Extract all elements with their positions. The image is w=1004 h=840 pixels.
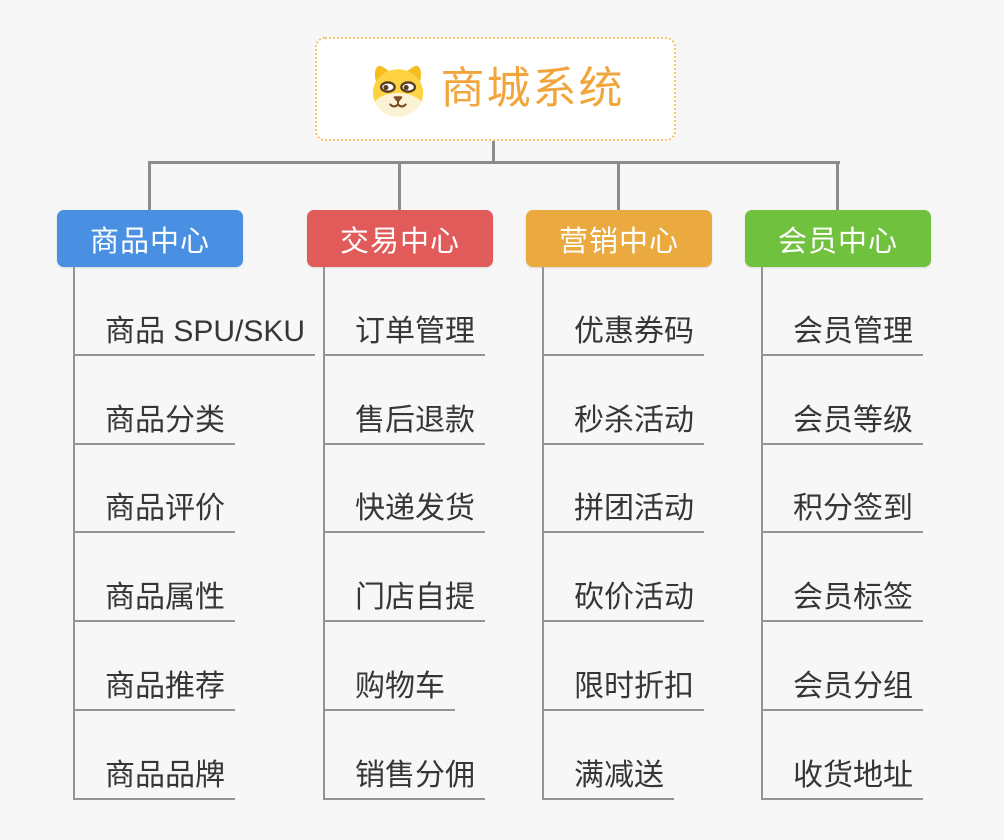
leaf-label: 秒杀活动: [544, 405, 704, 445]
connector-root-drop: [492, 139, 495, 163]
leaf-node[interactable]: 满减送: [544, 711, 712, 800]
leaf-node[interactable]: 订单管理: [325, 267, 493, 356]
connector-drop-2: [398, 163, 401, 210]
branch-marketing-center: 营销中心 优惠券码 秒杀活动 拼团活动 砍价活动 限时折扣 满减送: [526, 210, 712, 800]
root-title: 商城系统: [440, 64, 625, 113]
branch-node-trade-center[interactable]: 交易中心: [307, 210, 493, 267]
branch-node-marketing-center[interactable]: 营销中心: [526, 210, 712, 267]
leaf-label: 限时折扣: [544, 671, 704, 711]
leaf-label: 会员等级: [763, 405, 923, 445]
branch-node-product-center[interactable]: 商品中心: [57, 210, 243, 267]
branch-items-trade-center: 订单管理 售后退款 快递发货 门店自提 购物车 销售分佣: [323, 267, 493, 800]
leaf-label: 会员分组: [763, 671, 923, 711]
leaf-label: 购物车: [325, 671, 455, 711]
leaf-node[interactable]: 商品 SPU/SKU: [75, 267, 316, 356]
branch-items-product-center: 商品 SPU/SKU 商品分类 商品评价 商品属性 商品推荐 商品品牌: [73, 267, 316, 800]
leaf-node[interactable]: 门店自提: [325, 533, 493, 623]
leaf-node[interactable]: 秒杀活动: [544, 356, 712, 445]
branch-product-center: 商品中心 商品 SPU/SKU 商品分类 商品评价 商品属性 商品推荐 商品品牌: [57, 210, 316, 800]
connector-bus: [148, 161, 840, 164]
leaf-node[interactable]: 优惠券码: [544, 267, 712, 356]
leaf-label: 售后退款: [325, 405, 485, 445]
leaf-label: 积分签到: [763, 494, 923, 534]
dog-icon: [372, 65, 423, 117]
leaf-node[interactable]: 商品品牌: [75, 711, 315, 800]
leaf-label: 优惠券码: [544, 316, 704, 356]
leaf-label: 销售分佣: [325, 760, 485, 800]
leaf-node[interactable]: 售后退款: [325, 356, 493, 445]
leaf-node[interactable]: 商品评价: [75, 445, 315, 534]
leaf-node[interactable]: 会员等级: [763, 356, 931, 445]
leaf-label: 满减送: [544, 760, 674, 800]
leaf-label: 商品评价: [75, 494, 235, 534]
branch-node-member-center[interactable]: 会员中心: [745, 210, 931, 267]
leaf-label: 商品属性: [75, 583, 235, 623]
leaf-label: 收货地址: [763, 760, 923, 800]
leaf-node[interactable]: 购物车: [325, 622, 493, 711]
leaf-node[interactable]: 商品属性: [75, 533, 315, 623]
leaf-label: 会员标签: [763, 583, 923, 623]
leaf-node[interactable]: 快递发货: [325, 445, 493, 534]
leaf-label: 商品品牌: [75, 760, 235, 800]
leaf-node[interactable]: 商品推荐: [75, 622, 315, 711]
leaf-label: 商品分类: [75, 405, 235, 445]
connector-drop-3: [617, 163, 620, 210]
leaf-label: 快递发货: [325, 494, 485, 534]
branch-member-center: 会员中心 会员管理 会员等级 积分签到 会员标签 会员分组 收货地址: [745, 210, 931, 800]
leaf-node[interactable]: 销售分佣: [325, 711, 493, 800]
leaf-label: 砍价活动: [544, 583, 704, 623]
branch-items-member-center: 会员管理 会员等级 积分签到 会员标签 会员分组 收货地址: [761, 267, 931, 800]
leaf-label: 商品 SPU/SKU: [75, 316, 316, 356]
leaf-node[interactable]: 会员标签: [763, 533, 931, 623]
leaf-node[interactable]: 会员管理: [763, 267, 931, 356]
leaf-label: 订单管理: [325, 316, 485, 356]
leaf-node[interactable]: 砍价活动: [544, 533, 712, 623]
branch-trade-center: 交易中心 订单管理 售后退款 快递发货 门店自提 购物车 销售分佣: [307, 210, 493, 800]
leaf-node[interactable]: 商品分类: [75, 356, 315, 445]
leaf-node[interactable]: 会员分组: [763, 622, 931, 711]
leaf-label: 会员管理: [763, 316, 923, 356]
leaf-node[interactable]: 限时折扣: [544, 622, 712, 711]
branch-items-marketing-center: 优惠券码 秒杀活动 拼团活动 砍价活动 限时折扣 满减送: [542, 267, 712, 800]
root-node[interactable]: 商城系统: [315, 37, 676, 141]
connector-drop-4: [836, 163, 839, 210]
leaf-node[interactable]: 收货地址: [763, 711, 931, 800]
leaf-label: 拼团活动: [544, 494, 704, 534]
leaf-node[interactable]: 积分签到: [763, 445, 931, 534]
leaf-label: 商品推荐: [75, 671, 235, 711]
leaf-node[interactable]: 拼团活动: [544, 445, 712, 534]
leaf-label: 门店自提: [325, 583, 485, 623]
connector-drop-1: [148, 163, 151, 210]
